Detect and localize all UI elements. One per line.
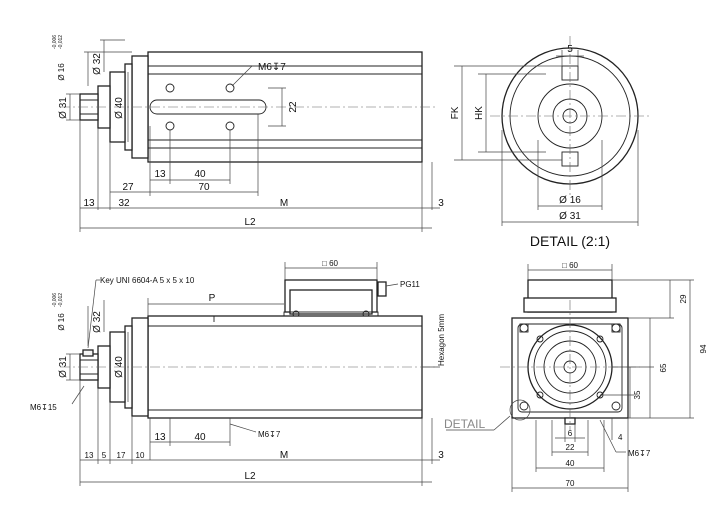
detail-FK: FK	[450, 106, 461, 119]
dim-L2: L2	[244, 217, 256, 228]
detail-title: DETAIL (2:1)	[530, 233, 610, 249]
dim-M-lower: M	[280, 450, 288, 461]
dim-32: 32	[118, 198, 130, 209]
detail-callout-label: DETAIL	[444, 417, 485, 431]
end-box60-label: □ 60	[562, 261, 579, 270]
dim-10-bottom: 10	[136, 451, 145, 460]
end-dim-40: 40	[566, 459, 575, 468]
detail-dia16: Ø 16	[559, 195, 581, 206]
detail-dim-5: 5	[567, 44, 573, 55]
detail-HK: HK	[474, 106, 485, 120]
dim-22: 22	[288, 101, 299, 113]
dia40-lower: Ø 40	[114, 356, 125, 378]
corner-hole	[611, 401, 621, 411]
detail-dia31: Ø 31	[559, 211, 581, 222]
tolerance-bottom: -0,012	[58, 35, 64, 49]
top-side-view	[60, 39, 440, 232]
bottom-side-view	[60, 262, 440, 486]
dia16-label: Ø 16	[57, 63, 66, 81]
end-dim-94: 94	[699, 344, 708, 353]
dim-70: 70	[198, 182, 210, 193]
hexagon-label: Hexagon 5mm	[437, 314, 446, 366]
dim-27: 27	[122, 182, 134, 193]
corner-hole	[519, 401, 529, 411]
box60-label: □ 60	[322, 259, 339, 268]
dia40-label: Ø 40	[114, 97, 125, 119]
pg11-label: PG11	[400, 280, 420, 289]
dim-13: 13	[154, 169, 166, 180]
key-part	[82, 349, 94, 357]
dim-3-lower: 3	[438, 450, 444, 461]
dim-40-lower: 40	[194, 432, 206, 443]
dim-40: 40	[194, 169, 206, 180]
thread-label: M6↧7	[258, 62, 286, 73]
pg11-gland	[377, 281, 387, 297]
dia31-label: Ø 31	[58, 97, 69, 119]
m6-15-label: M6↧15	[30, 403, 57, 412]
end-dim-29: 29	[679, 294, 688, 303]
mount-hole	[165, 83, 175, 93]
dim-M: M	[280, 198, 288, 209]
dia32-label: Ø 32	[92, 53, 103, 75]
dim-P: P	[209, 293, 216, 304]
dim-13-lower: 13	[154, 432, 166, 443]
key-label: Key UNI 6604-A 5 x 5 x 10	[100, 276, 195, 285]
dim-13-bottom: 13	[85, 451, 94, 460]
dim-3: 3	[438, 198, 444, 209]
dim-5-bottom: 5	[102, 451, 107, 460]
end-dim-35: 35	[633, 390, 642, 399]
end-thread-label: M6↧7	[628, 449, 651, 458]
end-dim-6: 6	[568, 429, 573, 438]
dim-L2-lower: L2	[244, 471, 256, 482]
dia31-lower: Ø 31	[58, 356, 69, 378]
dia32-lower: Ø 32	[92, 311, 103, 333]
tolerance-top-lower: -0,006	[52, 293, 58, 307]
thread-label-lower: M6↧7	[258, 430, 281, 439]
end-dim-65: 65	[659, 363, 668, 372]
end-dim-70: 70	[566, 479, 575, 488]
dim-13b: 13	[83, 198, 95, 209]
tolerance-bottom-lower: -0,012	[58, 293, 64, 307]
end-dim-4: 4	[618, 433, 623, 442]
dia16-lower: Ø 16	[57, 313, 66, 331]
detail-marker	[509, 399, 531, 421]
mount-hole	[225, 83, 235, 93]
detail-view	[454, 36, 650, 226]
end-dim-22: 22	[566, 443, 575, 452]
dim-17-bottom: 17	[117, 451, 126, 460]
tolerance-top: -0,006	[52, 35, 58, 49]
end-view	[446, 264, 694, 492]
